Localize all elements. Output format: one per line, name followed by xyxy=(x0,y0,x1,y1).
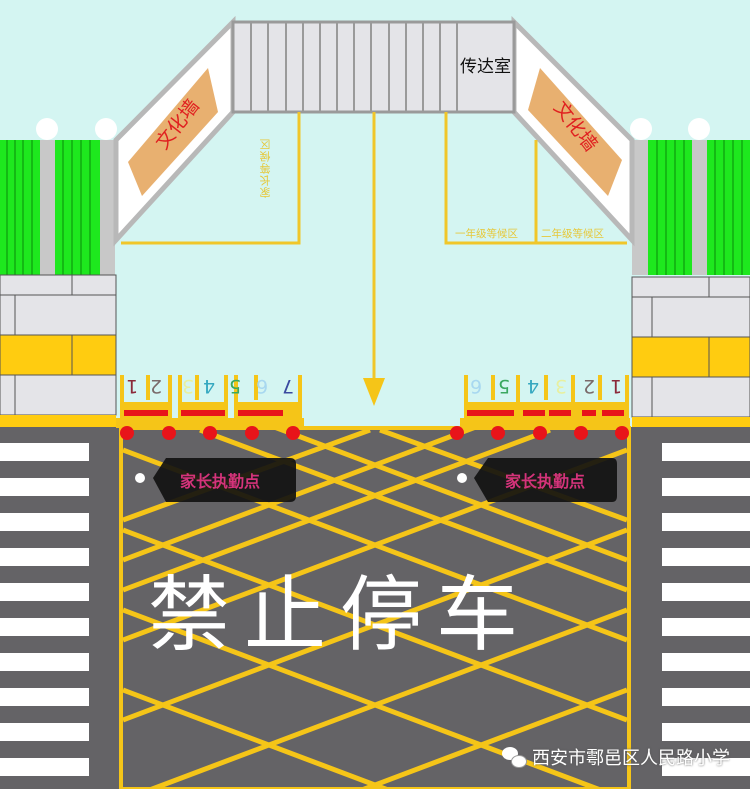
slot-number-left: 6 xyxy=(256,375,269,397)
duty-point-right-label: 家长执勤点 xyxy=(505,472,586,491)
waiting-zone-lines xyxy=(121,112,627,385)
left-fence xyxy=(0,118,117,427)
slot-number-left: 1 xyxy=(126,375,139,397)
entry-arrow xyxy=(363,378,385,406)
slot-number-right: 4 xyxy=(527,375,540,397)
slot-number-right: 5 xyxy=(498,375,511,397)
watermark-text: 西安市鄠邑区人民路小学 xyxy=(532,748,730,769)
duty-point-tag-left xyxy=(135,458,296,502)
slot-number-left: 2 xyxy=(150,375,163,397)
crosswalk-right xyxy=(662,443,750,776)
wechat-icon xyxy=(502,747,527,768)
slot-number-left: 3 xyxy=(182,375,195,397)
crosswalk-left xyxy=(0,443,89,776)
watermark: 西安市鄠邑区人民路小学 xyxy=(502,744,730,770)
slot-number-right: 2 xyxy=(583,375,596,397)
duty-point-left-label: 家长执勤点 xyxy=(180,472,261,491)
no-parking-text: 禁止停车 xyxy=(148,568,533,663)
right-fence xyxy=(630,118,750,429)
grade2-waiting-zone-label: 二年级等候区 xyxy=(541,228,604,240)
class-slots-right xyxy=(450,375,630,440)
slot-number-left: 4 xyxy=(203,375,216,397)
no-parking-grid xyxy=(119,426,631,789)
class-slots-left xyxy=(116,375,304,440)
slot-number-right: 3 xyxy=(555,375,568,397)
slot-number-right: 1 xyxy=(610,375,623,397)
parent-waiting-zone-label: 家长等候区 xyxy=(259,138,272,198)
grade1-waiting-zone-label: 一年级等候区 xyxy=(455,228,518,240)
duty-point-tag-right xyxy=(457,458,617,502)
slot-number-left: 7 xyxy=(282,375,295,397)
slot-number-left: 5 xyxy=(229,375,242,397)
gate-building xyxy=(113,15,635,247)
guard-room-label: 传达室 xyxy=(460,57,511,77)
slot-number-right: 6 xyxy=(470,375,483,397)
